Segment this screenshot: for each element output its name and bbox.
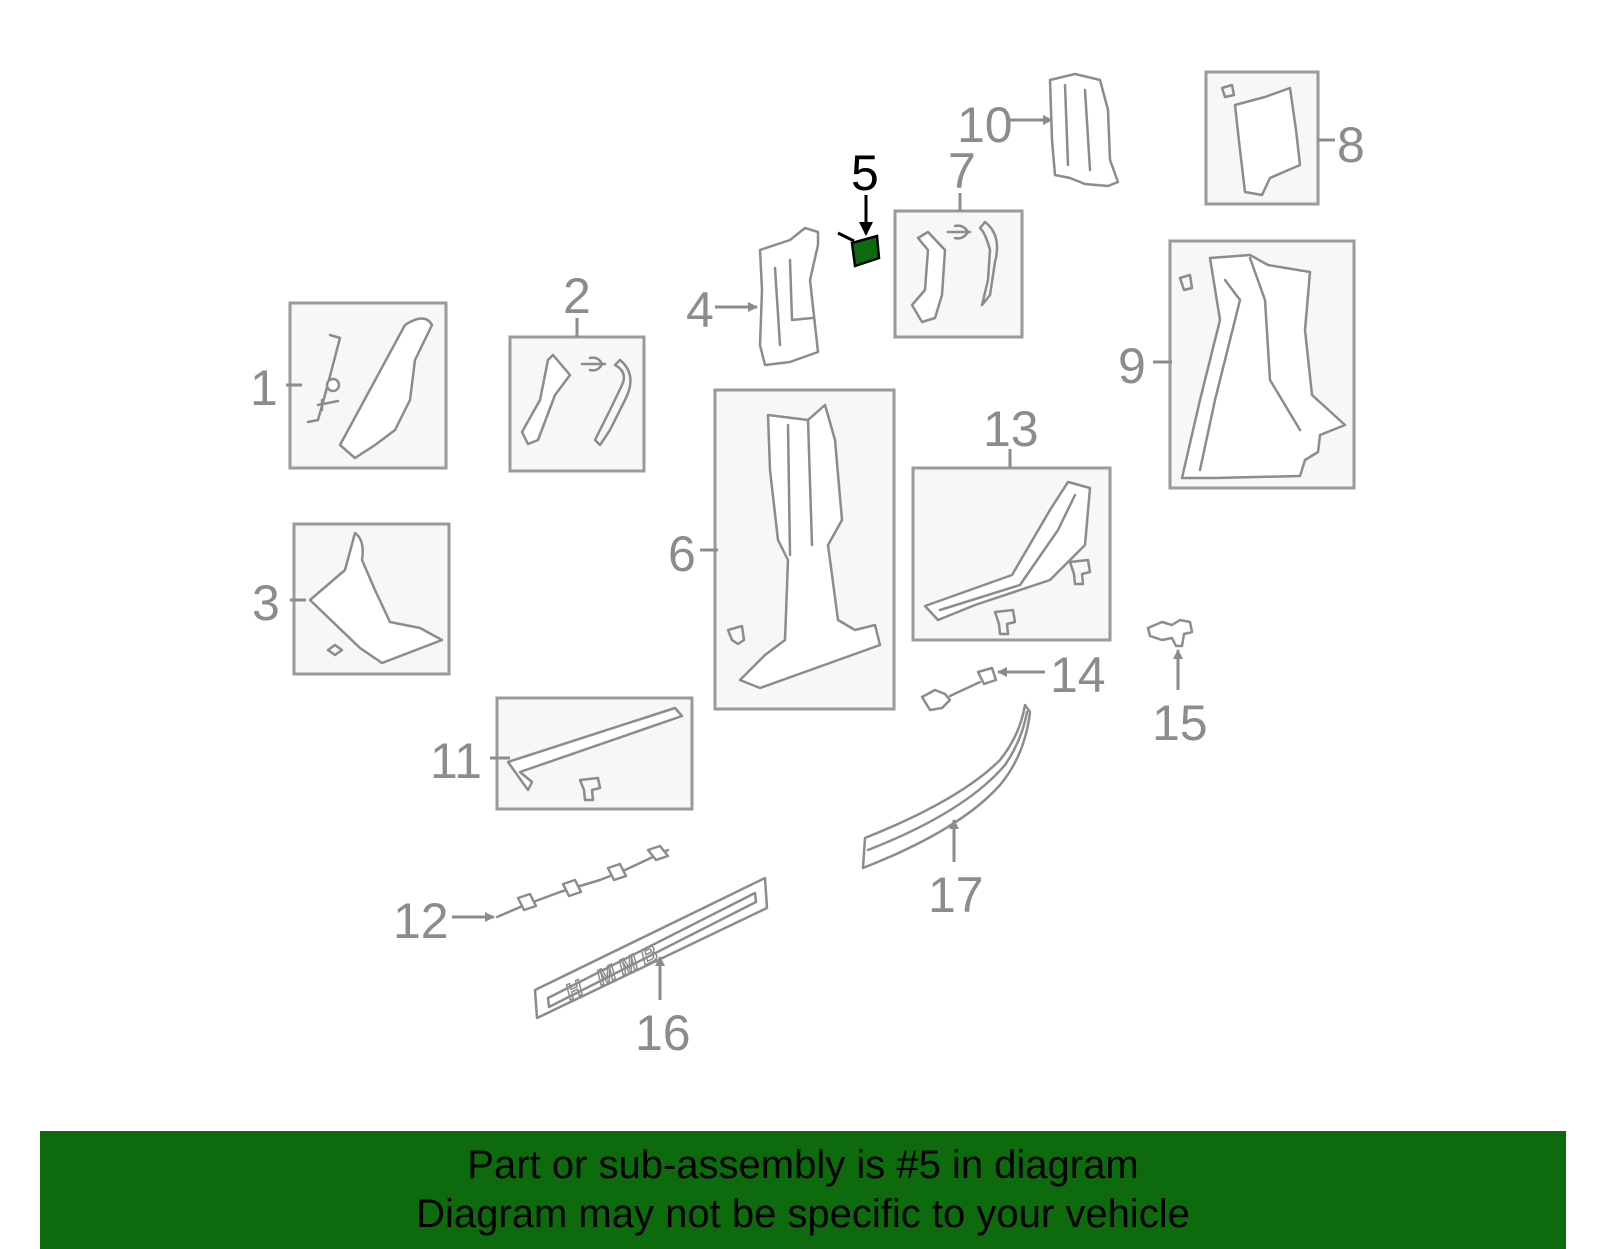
- part-14-group: 14: [920, 647, 1106, 712]
- callout-7[interactable]: 7: [948, 143, 976, 199]
- part-10-seam: [1063, 83, 1092, 172]
- part-16-group: H MMB 16: [533, 876, 769, 1061]
- callout-14[interactable]: 14: [1050, 647, 1106, 703]
- callout-10[interactable]: 10: [957, 97, 1013, 153]
- part-13-clip-b: [993, 608, 1017, 636]
- part-3-clip: [326, 643, 344, 657]
- part-9-trim: [1180, 253, 1347, 480]
- part-17-seam: [866, 710, 1029, 852]
- part-6-clip: [726, 624, 746, 646]
- part-11-sill: [506, 706, 684, 792]
- callout-3[interactable]: 3: [252, 575, 280, 631]
- part-6-group: 6: [668, 388, 896, 711]
- part-4-trim: [758, 226, 820, 367]
- part-3-group: 3: [252, 522, 451, 676]
- part-9-clip: [1178, 273, 1194, 292]
- part-1-screw: [316, 398, 340, 412]
- callout-12[interactable]: 12: [393, 893, 449, 949]
- callout-1[interactable]: 1: [250, 360, 278, 416]
- part-12-clip-b: [561, 878, 583, 898]
- callout-6[interactable]: 6: [668, 526, 696, 582]
- part-1-group: 1: [250, 301, 448, 470]
- callout-2[interactable]: 2: [563, 268, 591, 324]
- part-16-sill-plate: [533, 876, 769, 1020]
- part-7-screw: [946, 224, 972, 240]
- part-9-group: 9: [1118, 239, 1356, 490]
- part-12-clip-c: [606, 862, 628, 882]
- part-2-group: 2: [508, 268, 646, 473]
- part-5-pad[interactable]: [850, 234, 881, 268]
- part-10-group: 10: [957, 72, 1120, 188]
- callout-17[interactable]: 17: [928, 867, 984, 923]
- part-3-trim: [308, 531, 444, 665]
- part-5-tab: [837, 231, 855, 243]
- callout-5[interactable]: 5: [851, 145, 879, 201]
- part-2-strip: [593, 358, 632, 447]
- part-4-group: 4: [686, 226, 820, 367]
- callout-13[interactable]: 13: [983, 401, 1039, 457]
- callout-16[interactable]: 16: [635, 1005, 691, 1061]
- part-12-group: 12: [393, 844, 670, 949]
- part-12-clip-a: [516, 892, 538, 912]
- footer-line-2: Diagram may not be specific to your vehi…: [416, 1192, 1190, 1236]
- footer-banner: Part or sub-assembly is #5 in diagram Di…: [40, 1131, 1566, 1249]
- part-4-detail: [773, 258, 814, 347]
- part-11-group: 11: [430, 696, 694, 811]
- part-13-clip-a: [1068, 558, 1092, 586]
- callout-11[interactable]: 11: [430, 733, 482, 789]
- part-1-trim: [338, 317, 434, 460]
- part-12-clip-d: [646, 844, 670, 862]
- part-11-clip: [578, 776, 602, 802]
- part-2-handle: [520, 353, 572, 446]
- part-13-seam: [938, 493, 1077, 612]
- part-15-clip: [1146, 618, 1194, 648]
- part-1-bracket: [306, 333, 342, 424]
- part-2-screw: [580, 356, 607, 372]
- footer-line-1: Part or sub-assembly is #5 in diagram: [467, 1143, 1139, 1187]
- callout-9[interactable]: 9: [1118, 338, 1146, 394]
- part-7-strip: [978, 220, 999, 307]
- part-16-inner: [546, 891, 758, 1009]
- part-5-group: 5: [837, 145, 881, 268]
- part-13-group: 13: [911, 401, 1112, 642]
- part-6-seam: [786, 418, 814, 557]
- part-14-connector: [920, 688, 952, 712]
- part-9-seam: [1198, 256, 1302, 472]
- part-8-trim: [1233, 86, 1302, 197]
- part-13-sill: [923, 480, 1092, 622]
- part-14-plug: [976, 666, 998, 686]
- part-8-group: 8: [1204, 70, 1365, 206]
- part-1-clip: [325, 377, 341, 393]
- callout-8[interactable]: 8: [1337, 117, 1365, 173]
- part-7-box[interactable]: [893, 209, 1024, 339]
- callout-15[interactable]: 15: [1152, 695, 1208, 751]
- part-6-pillar: [738, 403, 882, 690]
- part-8-clip: [1220, 83, 1236, 99]
- part-7-group: 7: [893, 143, 1024, 339]
- part-7-handle: [910, 230, 947, 324]
- part-17-group: 17: [861, 703, 1032, 923]
- part-17-molding: [861, 703, 1032, 870]
- part-15-group: 15: [1146, 618, 1208, 751]
- part-14-wire: [948, 680, 982, 698]
- callout-4[interactable]: 4: [686, 282, 714, 338]
